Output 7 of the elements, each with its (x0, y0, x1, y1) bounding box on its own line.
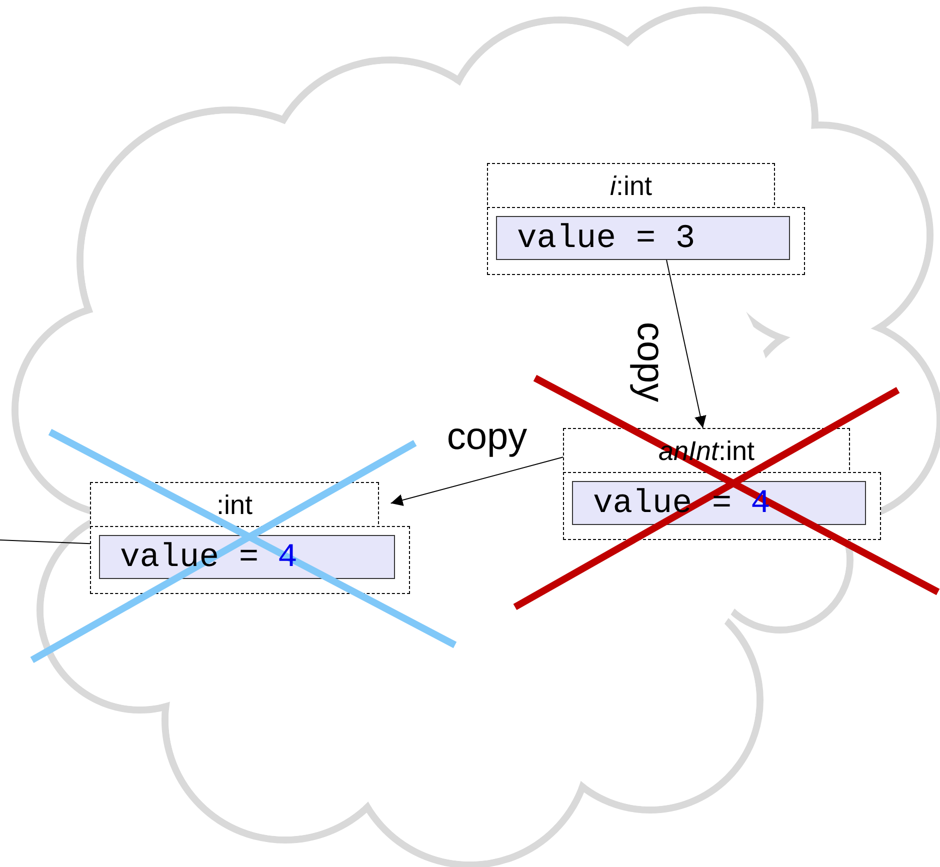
connector-line (0, 540, 90, 544)
object-name: i:int (610, 170, 652, 204)
object-name: :int (216, 489, 253, 522)
arrow (390, 456, 564, 506)
arrow (666, 260, 706, 428)
value-field: value = 3 (496, 216, 790, 260)
value-field: value = 4 (99, 535, 395, 579)
